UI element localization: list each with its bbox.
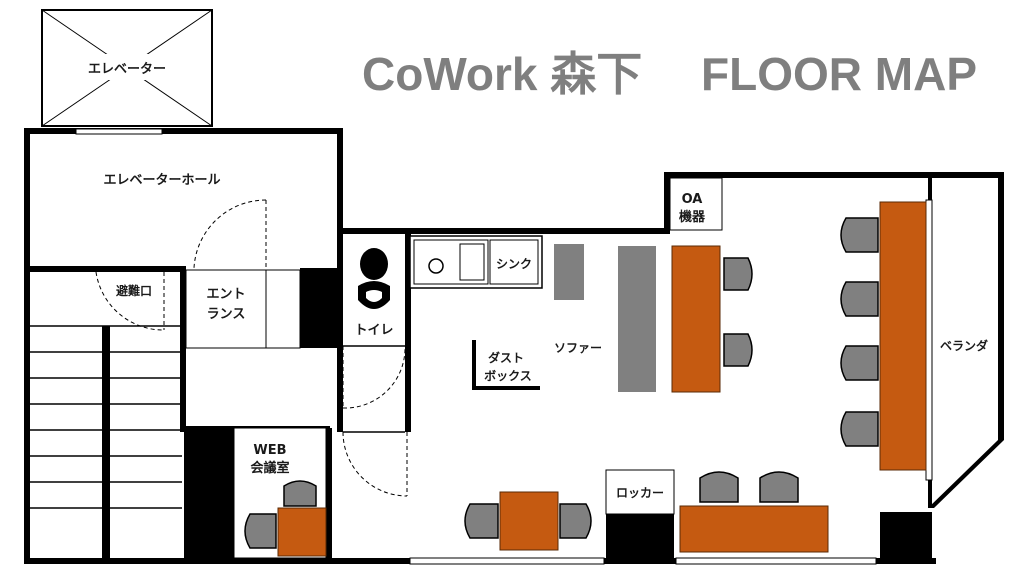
toilet-icon — [358, 248, 390, 309]
door-swings — [95, 199, 408, 497]
chair-icon — [759, 471, 799, 503]
desks — [277, 201, 927, 557]
chair-icon — [464, 503, 499, 539]
door-lines — [92, 267, 405, 433]
chair-icon — [840, 281, 879, 317]
room-labels: エレベーターホール 避難口 エント ランス トイレ シンク ダスト ボックス ソ… — [103, 173, 988, 500]
chair-icon — [723, 333, 753, 367]
entrance-label-2: ランス — [207, 307, 246, 322]
dust-box-label-2: ボックス — [484, 368, 532, 383]
locker-label: ロッカー — [616, 486, 664, 500]
chair-icon — [723, 257, 753, 291]
toilet-label: トイレ — [354, 323, 393, 338]
desk-center — [499, 491, 559, 551]
desk-long-right — [879, 201, 927, 471]
oa-label-2: 機器 — [679, 209, 706, 225]
elevator-shaft: エレベーター — [41, 9, 213, 127]
web-room-label-1: WEB — [253, 443, 286, 458]
sink-icon — [409, 235, 543, 289]
entrance-label-1: エント — [206, 287, 245, 302]
chair-icon — [244, 513, 277, 549]
dust-box-label-1: ダスト — [488, 350, 524, 365]
chair-icon — [283, 480, 317, 507]
web-room-label-2: 会議室 — [250, 460, 289, 476]
chair-icon — [699, 471, 739, 503]
elevator-label: エレベーター — [88, 62, 166, 77]
stairs — [30, 325, 182, 509]
sink-label: シンク — [496, 257, 532, 271]
floor-map-title: CoWork 森下 FLOOR MAP — [362, 48, 978, 100]
chair-icon — [840, 345, 879, 381]
evacuation-exit-label: 避難口 — [116, 283, 152, 298]
desk-bottom — [679, 505, 829, 553]
desk-web — [277, 507, 327, 557]
elevator-hall-label: エレベーターホール — [103, 173, 220, 188]
oa-equipment-box — [669, 177, 723, 231]
entrance-area — [185, 269, 301, 349]
chair-icon — [840, 411, 879, 447]
oa-label-1: OA — [682, 192, 703, 207]
veranda-label: ベランダ — [940, 338, 988, 353]
sofa-label: ソファー — [554, 341, 602, 355]
chair-icon — [559, 503, 592, 539]
chair-icon — [840, 217, 879, 253]
locker-box — [605, 469, 675, 515]
chairs — [244, 217, 879, 549]
desk-oa — [671, 245, 721, 393]
sofa — [554, 244, 656, 392]
